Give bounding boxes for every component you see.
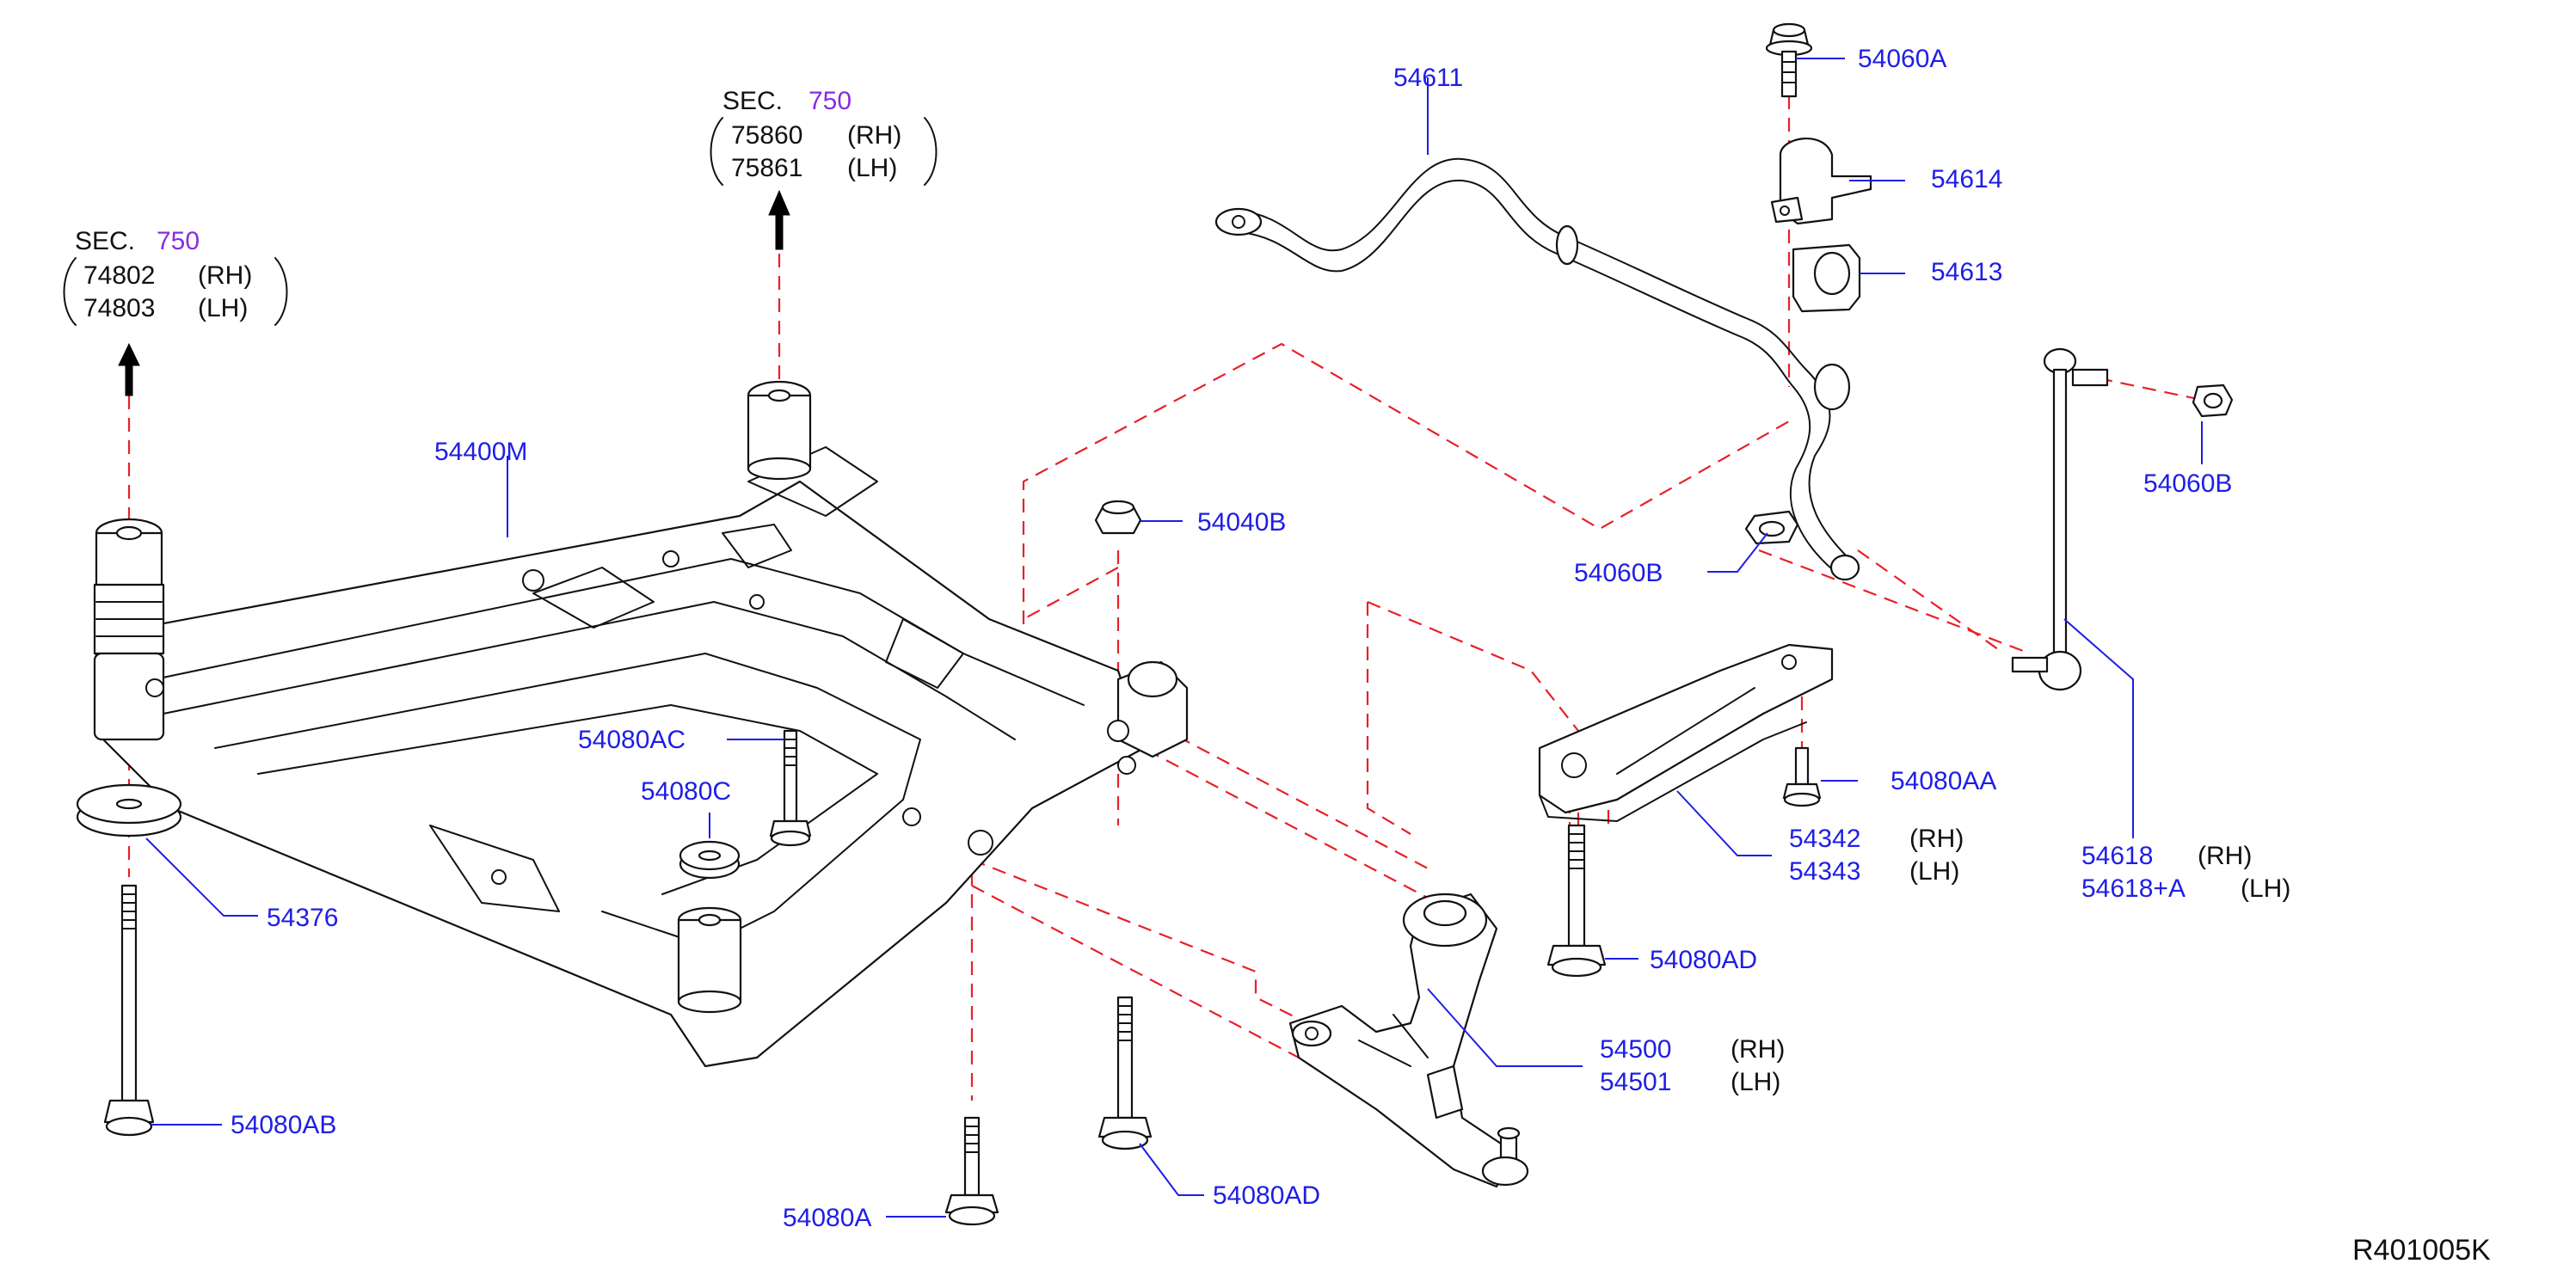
gusset-54342 [1538, 643, 1834, 822]
callout-54080AD-right: 54080AD [1650, 946, 1757, 974]
arrow-up-mid [768, 189, 790, 250]
callout-54613: 54613 [1931, 258, 2002, 286]
paren-left-open [63, 257, 77, 326]
sec-number-mid: 750 [808, 87, 851, 115]
part-callouts: 54611 54060A 54614 54613 54060B 54060B 5… [231, 45, 2290, 1232]
stabilizer-bar [1214, 157, 1860, 581]
bolt-54060A [1765, 22, 1813, 98]
callout-54080C: 54080C [641, 777, 731, 806]
callout-54500-side: (RH) [1731, 1035, 1785, 1064]
callout-54343-side: (LH) [1909, 857, 1959, 886]
washer-54080C [679, 840, 741, 880]
callout-54343: 54343 [1789, 857, 1860, 886]
callout-54501: 54501 [1600, 1068, 1671, 1096]
section-ref-left: SEC. 750 74802 (RH) 74803 (LH) [63, 227, 288, 326]
callout-54376: 54376 [267, 904, 338, 932]
bolt-54080AD-right [1546, 824, 1607, 978]
rear-mount-bushing-left [93, 518, 165, 741]
section-ref-mid: SEC. 750 75860 (RH) 75861 (LH) [710, 87, 938, 186]
paren-left-close [274, 257, 288, 326]
callout-54618: 54618 [2081, 842, 2153, 870]
stabilizer-link [2011, 347, 2109, 691]
sec-part-left-2: 74803 [83, 294, 155, 322]
nut-54040B [1094, 500, 1142, 535]
callout-54501-side: (LH) [1731, 1068, 1780, 1096]
bolt-54080AA [1782, 746, 1822, 807]
nut-54060B-center [1744, 510, 1799, 545]
callout-54611: 54611 [1393, 64, 1463, 92]
bolt-54080A [944, 1116, 999, 1226]
sec-label-left: SEC. [75, 227, 135, 255]
sec-side-left-2: (LH) [198, 294, 248, 322]
sec-label-mid: SEC. [722, 87, 783, 115]
paren-mid-close [924, 117, 938, 186]
sec-part-mid-2: 75861 [731, 154, 802, 182]
sec-part-left-1: 74802 [83, 261, 155, 290]
paren-mid-open [710, 117, 723, 186]
front-mount-bushing [677, 906, 742, 1014]
bolt-54080AB [103, 884, 155, 1137]
callout-54080AA: 54080AA [1891, 767, 1996, 795]
callout-54342-side: (RH) [1909, 825, 1964, 853]
sec-side-left-1: (RH) [198, 261, 252, 290]
nut-54060B-right [2192, 383, 2234, 418]
callout-54500: 54500 [1600, 1035, 1671, 1064]
callout-54060B-mid: 54060B [1574, 559, 1663, 587]
callout-54080AC: 54080AC [578, 726, 685, 754]
rear-mount-bushing-right [747, 380, 812, 481]
diagram-id: R401005K [2352, 1234, 2491, 1267]
sec-number-left: 750 [157, 227, 200, 255]
callout-54080A: 54080A [783, 1204, 871, 1232]
lower-control-arm [1288, 893, 1529, 1188]
sec-part-mid-1: 75860 [731, 121, 802, 150]
callout-54040B: 54040B [1197, 508, 1286, 537]
leader-lines [145, 58, 2203, 1218]
callout-54060B-right: 54060B [2143, 469, 2232, 498]
callout-54400M: 54400M [434, 438, 527, 466]
callout-54618A: 54618+A [2081, 874, 2186, 903]
callout-54060A: 54060A [1858, 45, 1946, 73]
callout-54618A-side: (LH) [2241, 874, 2290, 903]
washer-54376 [76, 783, 182, 837]
bolt-54080AC [769, 729, 812, 847]
bracket-54614 [1770, 137, 1872, 225]
sec-side-mid-1: (RH) [847, 121, 901, 150]
callout-54618-side: (RH) [2198, 842, 2252, 870]
callout-54614: 54614 [1931, 165, 2002, 193]
sec-side-mid-2: (LH) [847, 154, 897, 182]
callout-54080AB: 54080AB [231, 1111, 336, 1139]
bolt-54080AD-bottom [1097, 996, 1153, 1150]
callout-54342: 54342 [1789, 825, 1860, 853]
bushing-54613 [1792, 243, 1861, 313]
front-suspension-member [93, 446, 1189, 1068]
callout-54080AD-bottom: 54080AD [1213, 1181, 1320, 1210]
arrow-up-left [118, 342, 140, 396]
